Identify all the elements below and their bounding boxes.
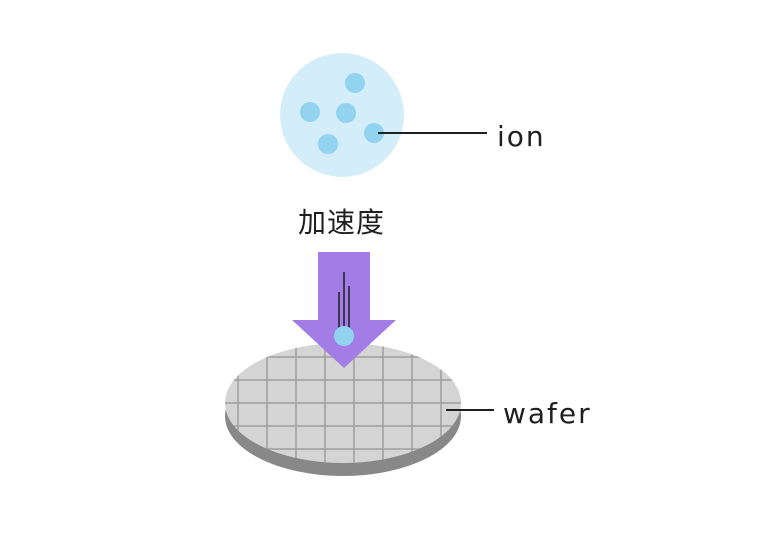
ion-particle	[318, 134, 338, 154]
ion-label: ion	[497, 123, 546, 151]
ion-particle	[345, 73, 365, 93]
ion-cloud-icon	[280, 53, 404, 177]
ion-particle	[300, 102, 320, 122]
wafer-label: wafer	[503, 400, 592, 428]
acceleration-label: 加速度	[298, 209, 385, 237]
ion-particle	[336, 103, 356, 123]
moving-ion	[334, 326, 354, 346]
